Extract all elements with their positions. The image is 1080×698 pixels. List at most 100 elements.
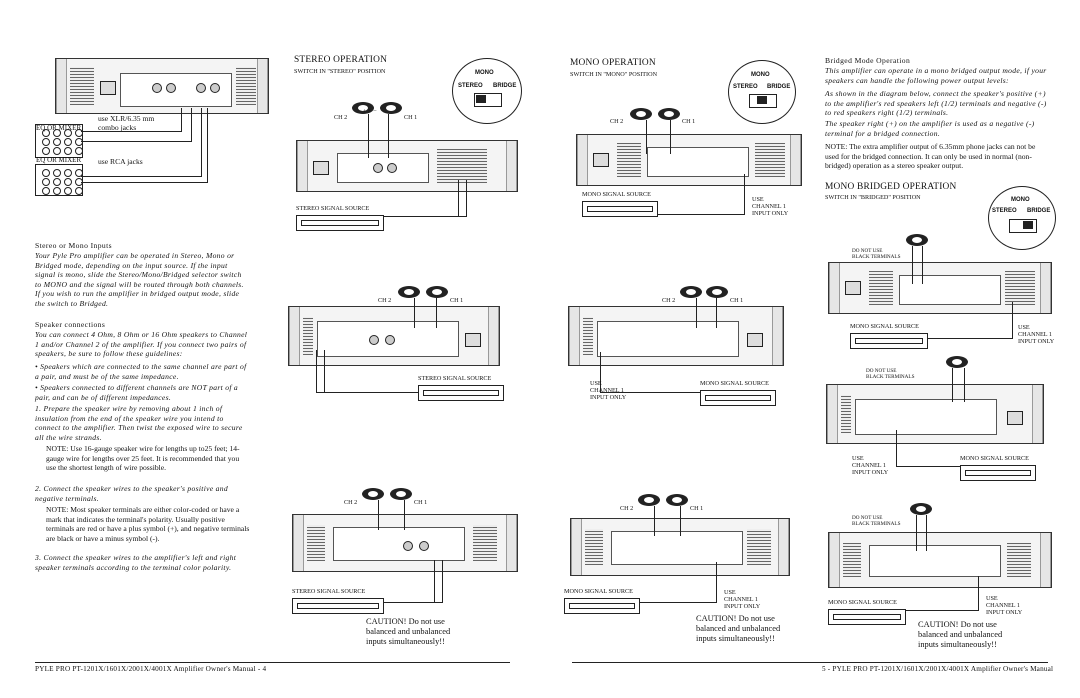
- amplifier-rear-panel: [828, 532, 1052, 588]
- mono-signal-source-label: MONO SIGNAL SOURCE: [700, 380, 769, 387]
- mono-signal-source-box: [700, 390, 776, 406]
- amplifier-rear-panel: [826, 384, 1044, 444]
- caution-line: inputs simultaneously!!: [696, 634, 775, 643]
- signal-cable: [924, 338, 1013, 339]
- rca-jack-note: use RCA jacks: [98, 157, 143, 166]
- signal-cable: [902, 610, 979, 611]
- caution-line: CAUTION! Do not use: [696, 614, 775, 623]
- speaker-wire: [368, 114, 369, 158]
- speaker-wire: [388, 114, 389, 158]
- note-polarity: NOTE: Most speaker terminals are either …: [46, 505, 250, 543]
- eq-mixer-device: [35, 164, 83, 196]
- bridge-label: BRIDGE: [493, 83, 517, 89]
- mono-signal-source-label: MONO SIGNAL SOURCE: [850, 323, 919, 330]
- stereo-operation-title: STEREO OPERATION: [294, 55, 388, 65]
- stereo-mono-body: Your Pyle Pro amplifier can be operated …: [35, 251, 244, 308]
- speaker-icon: [946, 356, 968, 368]
- channel-1-input-label: CHANNEL 1: [752, 203, 786, 210]
- do-not-use-label: DO NOT USE: [866, 368, 897, 374]
- signal-cable: [896, 430, 897, 466]
- amplifier-rear-panel: [292, 514, 518, 572]
- signal-cable: [600, 352, 601, 392]
- use-label: USE: [852, 455, 864, 462]
- speaker-icon: [362, 488, 384, 500]
- channel-1-input-label: CHANNEL 1: [724, 596, 758, 603]
- channel-1-input-label: CHANNEL 1: [852, 462, 886, 469]
- speaker-wire: [654, 506, 655, 536]
- amplifier-rear-panel: [296, 140, 518, 192]
- input-only-label: INPUT ONLY: [724, 603, 761, 610]
- channel-1-label: CH 1: [404, 114, 418, 121]
- speaker-wire: [404, 500, 405, 530]
- do-not-use-label: DO NOT USE: [852, 248, 883, 254]
- bridged-mode-heading: Bridged Mode Operation: [825, 56, 911, 65]
- mono-signal-source-box: [960, 465, 1036, 481]
- mono-signal-source-box: [828, 609, 906, 625]
- polarity-symbols: − + + −: [358, 108, 377, 115]
- caution-line: inputs simultaneously!!: [366, 637, 445, 646]
- stereo-mono-heading: Stereo or Mono Inputs: [35, 241, 112, 250]
- speaker-connections-body: You can connect 4 Ohm, 8 Ohm or 16 Ohm s…: [35, 330, 248, 359]
- stereo-switch-caption: SWITCH IN "STEREO" POSITION: [294, 68, 386, 75]
- speaker-icon: [352, 102, 374, 114]
- input-only-label: INPUT ONLY: [752, 210, 789, 217]
- caution-line: balanced and unbalanced: [696, 624, 781, 633]
- signal-cable: [191, 108, 192, 142]
- mono-signal-source-box: [850, 333, 928, 349]
- mono-bridged-title: MONO BRIDGED OPERATION: [825, 182, 957, 192]
- mono-operation-title: MONO OPERATION: [570, 58, 656, 68]
- signal-cable: [744, 174, 745, 214]
- black-terminals-label: BLACK TERMINALS: [866, 374, 915, 380]
- eq-mixer-label: EQ OR MIXER: [36, 156, 82, 164]
- speaker-icon: [390, 488, 412, 500]
- step-3: 3. Connect the speaker wires to the ampl…: [35, 553, 237, 572]
- amplifier-rear-panel: [288, 306, 500, 366]
- mono-signal-source-label: MONO SIGNAL SOURCE: [582, 191, 651, 198]
- speaker-connections-heading: Speaker connections: [35, 320, 106, 329]
- caution-line: balanced and unbalanced: [918, 630, 1003, 639]
- signal-cable: [81, 182, 207, 183]
- eq-mixer-label: EQ OR MIXER: [36, 124, 82, 132]
- speaker-wire: [926, 515, 927, 551]
- mono-signal-source-label: MONO SIGNAL SOURCE: [564, 588, 633, 595]
- signal-cable: [716, 562, 717, 602]
- signal-cable: [81, 141, 191, 142]
- signal-cable: [636, 602, 717, 603]
- speaker-wire: [670, 120, 671, 154]
- mono-signal-source-box: [582, 201, 658, 217]
- stereo-label: STEREO: [458, 83, 483, 89]
- speaker-icon: [658, 108, 680, 120]
- amplifier-rear-panel: [576, 134, 802, 186]
- signal-cable: [458, 180, 459, 216]
- signal-cable: [1012, 302, 1013, 338]
- channel-1-input-label: CHANNEL 1: [986, 602, 1020, 609]
- speaker-wire: [716, 298, 717, 328]
- speaker-wire: [646, 120, 647, 154]
- mono-signal-source-label: MONO SIGNAL SOURCE: [960, 455, 1029, 462]
- bridge-label: BRIDGE: [1027, 208, 1051, 214]
- use-label: USE: [986, 595, 998, 602]
- mono-switch-caption: SWITCH IN "MONO" POSITION: [570, 71, 658, 78]
- speaker-wire: [912, 246, 913, 284]
- channel-2-label: CH 2: [610, 118, 624, 125]
- page-footer-right: 5 - PYLE PRO PT-1201X/1601X/2001X/4001X …: [822, 665, 1054, 673]
- bridge-label: BRIDGE: [767, 84, 791, 90]
- speaker-wire: [916, 515, 917, 551]
- page-footer-left: PYLE PRO PT-1201X/1601X/2001X/4001X Ampl…: [35, 665, 267, 673]
- signal-cable: [434, 560, 435, 602]
- input-only-label: INPUT ONLY: [1018, 338, 1055, 345]
- bridged-switch-caption: SWITCH IN "BRIDGED" POSITION: [825, 194, 921, 201]
- channel-1-label: CH 1: [414, 499, 428, 506]
- signal-cable: [442, 560, 443, 602]
- mono-signal-source-box: [564, 598, 640, 614]
- signal-cable: [181, 108, 182, 132]
- bridged-note: NOTE: The extra amplifier output of 6.35…: [825, 142, 1036, 171]
- speaker-icon: [706, 286, 728, 298]
- stereo-signal-source-label: STEREO SIGNAL SOURCE: [418, 375, 492, 382]
- note-wire-gauge: NOTE: Use 16-gauge speaker wire for leng…: [46, 444, 240, 473]
- xlr-jack-note: use XLR/6.35 mm: [98, 114, 155, 123]
- footer-rule: [35, 662, 510, 663]
- speaker-wire: [964, 368, 965, 402]
- stereo-signal-source-box: [296, 215, 384, 231]
- caution-line: CAUTION! Do not use: [918, 620, 997, 629]
